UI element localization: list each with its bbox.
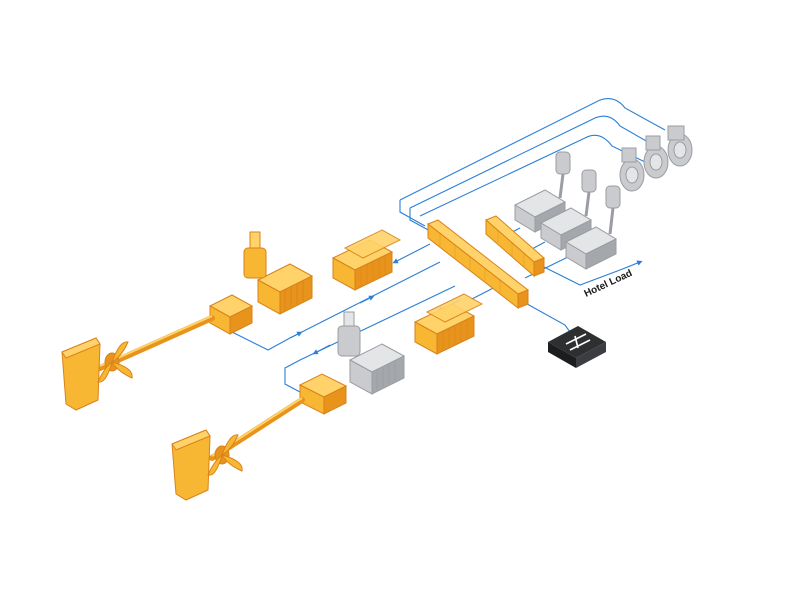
port-propeller-icon bbox=[97, 341, 133, 383]
wire-sb1-battery-top bbox=[392, 243, 431, 264]
switchboard-main bbox=[427, 219, 529, 310]
starboard-engine-icon bbox=[337, 311, 406, 395]
starboard-propeller-icon bbox=[207, 434, 243, 476]
hotel-load-label: Hotel Load bbox=[583, 268, 634, 300]
motor-unit-1 bbox=[619, 147, 645, 192]
motor-unit-3 bbox=[667, 125, 693, 167]
generator-set-2 bbox=[539, 169, 597, 251]
port-engine-icon bbox=[243, 231, 314, 315]
shore-power-icon bbox=[548, 326, 606, 368]
wire-loop-middle bbox=[409, 115, 656, 209]
battery-bank-upper bbox=[331, 229, 402, 291]
motor-unit-2 bbox=[643, 135, 669, 179]
port-drive-train bbox=[61, 231, 314, 411]
switchboard-secondary bbox=[485, 215, 545, 278]
wire-loop-inner bbox=[419, 134, 646, 217]
wire-loop-vertical bbox=[399, 200, 426, 227]
starboard-gearbox-icon bbox=[298, 373, 348, 415]
port-gearbox-icon bbox=[208, 294, 254, 335]
generator-set-3 bbox=[564, 185, 621, 270]
wire-hotel-load bbox=[539, 260, 643, 286]
wire-loop-outer bbox=[399, 98, 666, 201]
battery-bank-lower bbox=[413, 293, 484, 355]
starboard-drive-train bbox=[171, 311, 406, 501]
wire-shore-power bbox=[519, 299, 571, 333]
motor-units bbox=[619, 125, 693, 192]
